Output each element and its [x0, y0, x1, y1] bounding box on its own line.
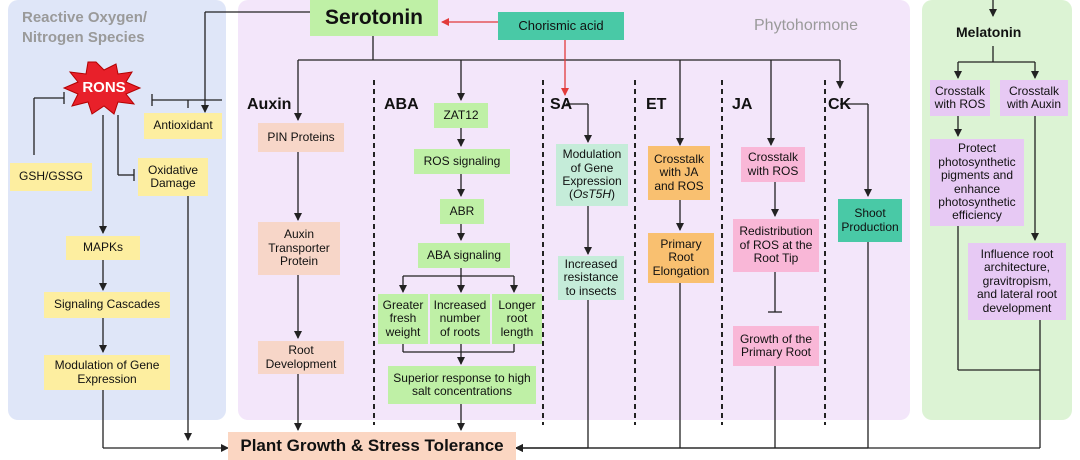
- influence-root-box: Influence root architecture, gravitropis…: [968, 243, 1066, 320]
- ja-crosstalk-box: Crosstalk with ROS: [741, 147, 805, 182]
- aba-label: ABA: [384, 96, 419, 113]
- aba-signaling-box: ABA signaling: [418, 243, 510, 268]
- antioxidant-box: Antioxidant: [144, 113, 222, 139]
- salt-response-box: Superior response to high salt concentra…: [388, 366, 536, 404]
- ros-panel-title: Reactive Oxygen/ Nitrogen Species: [22, 9, 148, 46]
- primary-root-growth-box: Growth of the Primary Root: [733, 326, 819, 366]
- ja-label: JA: [732, 96, 753, 113]
- primary-root-elongation-box: Primary Root Elongation: [648, 233, 714, 283]
- serotonin-box: Serotonin: [310, 0, 438, 36]
- auxin-label: Auxin: [247, 96, 292, 113]
- et-crosstalk-box: Crosstalk with JA and ROS: [648, 146, 710, 200]
- rons-label: RONS: [82, 78, 126, 96]
- number-of-roots-box: Increased number of roots: [430, 294, 490, 344]
- sa-label: SA: [550, 96, 573, 113]
- melatonin-crosstalk-ros-box: Crosstalk with ROS: [930, 80, 990, 116]
- ck-label: CK: [828, 96, 852, 113]
- melatonin-title: Melatonin: [956, 24, 1022, 40]
- zat12-box: ZAT12: [434, 103, 488, 128]
- et-label: ET: [646, 96, 667, 113]
- gene-name: OsT5H: [572, 187, 611, 202]
- fresh-weight-box: Greater fresh weight: [378, 294, 428, 344]
- plant-growth-box: Plant Growth & Stress Tolerance: [228, 432, 516, 460]
- phytohormone-title: Phytohormone: [754, 17, 859, 34]
- protect-photosynthetic-box: Protect photosynthetic pigments and enha…: [930, 139, 1024, 226]
- insect-resistance-box: Increased resistance to insects: [558, 256, 624, 300]
- gene-modulation-box: Modulation of Gene Expression: [44, 355, 170, 390]
- ros-signaling-box: ROS signaling: [414, 149, 510, 174]
- gsh-gssg-box: GSH/GSSG: [10, 163, 92, 191]
- auxin-transporter-box: Auxin Transporter Protein: [258, 222, 340, 275]
- root-development-box: Root Development: [258, 341, 344, 374]
- signaling-cascades-box: Signaling Cascades: [44, 292, 170, 318]
- rons-burst: [62, 61, 142, 115]
- pin-proteins-box: PIN Proteins: [258, 123, 344, 152]
- abr-box: ABR: [440, 199, 484, 224]
- oxidative-damage-box: Oxidative Damage: [138, 158, 208, 196]
- sa-gene-modulation-box: Modulation of Gene Expression (OsT5H): [556, 144, 628, 206]
- ros-redistribution-box: Redistribution of ROS at the Root Tip: [733, 219, 819, 272]
- root-length-box: Longer root length: [492, 294, 542, 344]
- mapks-box: MAPKs: [66, 236, 140, 260]
- shoot-production-box: Shoot Production: [838, 199, 902, 242]
- melatonin-crosstalk-auxin-box: Crosstalk with Auxin: [1000, 80, 1068, 116]
- chorismic-acid-box: Chorismic acid: [498, 12, 624, 40]
- sa-modulation-text: Modulation of Gene Expression (OsT5H): [562, 147, 622, 202]
